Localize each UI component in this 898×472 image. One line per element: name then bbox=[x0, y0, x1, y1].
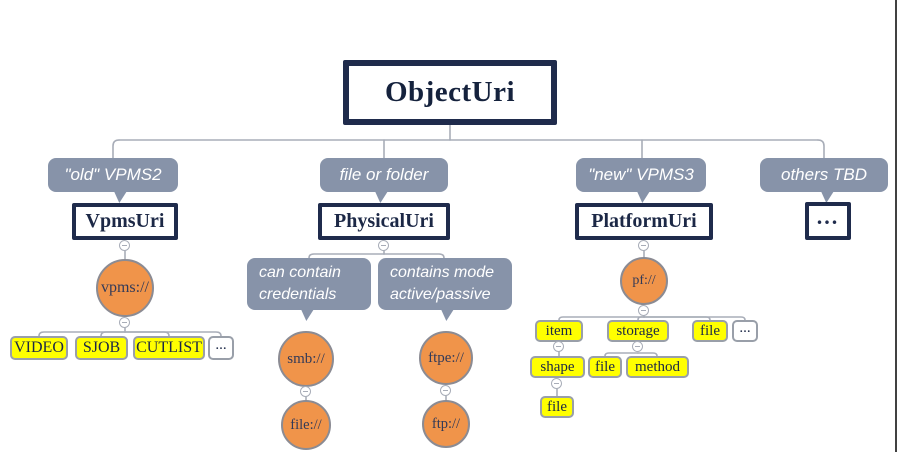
callout-can-contain-credentials[interactable]: can contain credentials bbox=[247, 258, 371, 310]
collapse-toggle-physicaluri[interactable] bbox=[378, 240, 389, 251]
node-others-ellipsis[interactable]: ... bbox=[805, 202, 851, 240]
node-platformuri-label: PlatformUri bbox=[591, 210, 697, 232]
slide-edge-line bbox=[895, 0, 897, 452]
node-platform-ellipsis-label: ... bbox=[739, 320, 751, 336]
collapse-toggle-pf[interactable] bbox=[638, 305, 649, 316]
callout-new-vpms3-label: "new" VPMS3 bbox=[588, 165, 694, 184]
node-video[interactable]: VIDEO bbox=[10, 336, 68, 360]
node-platform-file[interactable]: file bbox=[692, 320, 728, 342]
callout-others-tbd[interactable]: others TBD bbox=[760, 158, 888, 192]
collapse-toggle-vpmsuri[interactable] bbox=[119, 240, 130, 251]
node-shape-file-label: file bbox=[547, 398, 567, 415]
node-scheme-ftp-label: ftp:// bbox=[431, 415, 461, 432]
node-scheme-ftp[interactable]: ftp:// bbox=[422, 400, 470, 448]
node-vpms-ellipsis-label: ... bbox=[215, 337, 227, 353]
node-objecturi[interactable]: ObjectUri bbox=[343, 60, 557, 125]
node-item-label: item bbox=[545, 322, 573, 339]
callout-file-or-folder-label: file or folder bbox=[339, 165, 429, 184]
node-shape-file[interactable]: file bbox=[540, 396, 574, 418]
callout-contains-mode[interactable]: contains mode active/passive bbox=[378, 258, 512, 310]
node-scheme-pf[interactable]: pf:// bbox=[620, 257, 668, 305]
node-scheme-smb[interactable]: smb:// bbox=[278, 331, 334, 387]
node-scheme-ftpe[interactable]: ftpe:// bbox=[419, 331, 473, 385]
node-platform-ellipsis[interactable]: ... bbox=[732, 320, 758, 342]
node-cutlist-label: CUTLIST bbox=[136, 339, 202, 356]
node-storage-file-label: file bbox=[595, 358, 615, 375]
node-objecturi-label: ObjectUri bbox=[384, 76, 516, 108]
node-cutlist[interactable]: CUTLIST bbox=[133, 336, 205, 360]
node-others-ellipsis-label: ... bbox=[816, 204, 840, 229]
callout-contains-mode-label: contains mode active/passive bbox=[390, 263, 495, 303]
node-method-label: method bbox=[635, 358, 680, 375]
node-physicaluri[interactable]: PhysicalUri bbox=[318, 203, 450, 240]
node-scheme-smb-label: smb:// bbox=[287, 350, 325, 367]
collapse-toggle-ftpe[interactable] bbox=[440, 385, 451, 396]
callout-others-tbd-label: others TBD bbox=[781, 165, 867, 184]
node-scheme-file-smb[interactable]: file:// bbox=[281, 400, 331, 450]
node-storage-label: storage bbox=[616, 322, 660, 339]
node-storage[interactable]: storage bbox=[607, 320, 669, 342]
node-shape-label: shape bbox=[540, 358, 575, 375]
node-platformuri[interactable]: PlatformUri bbox=[575, 203, 713, 240]
callout-can-contain-credentials-label: can contain credentials bbox=[259, 263, 341, 303]
node-sjob[interactable]: SJOB bbox=[75, 336, 128, 360]
callout-file-or-folder[interactable]: file or folder bbox=[320, 158, 448, 192]
node-vpmsuri-label: VpmsUri bbox=[85, 210, 165, 232]
node-scheme-vpms-label: vpms:// bbox=[100, 279, 149, 296]
callout-old-vpms2[interactable]: "old" VPMS2 bbox=[48, 158, 178, 192]
node-sjob-label: SJOB bbox=[82, 339, 121, 356]
callout-old-vpms2-label: "old" VPMS2 bbox=[64, 165, 162, 184]
node-storage-file[interactable]: file bbox=[588, 356, 622, 378]
collapse-toggle-vpms-scheme[interactable] bbox=[119, 317, 130, 328]
collapse-toggle-storage[interactable] bbox=[632, 341, 643, 352]
node-video-label: VIDEO bbox=[14, 339, 64, 356]
collapse-toggle-shape[interactable] bbox=[551, 378, 562, 389]
collapse-toggle-smb[interactable] bbox=[300, 386, 311, 397]
node-vpms-ellipsis[interactable]: ... bbox=[208, 336, 234, 360]
node-shape[interactable]: shape bbox=[530, 356, 585, 378]
node-item[interactable]: item bbox=[535, 320, 583, 342]
collapse-toggle-item[interactable] bbox=[553, 341, 564, 352]
callout-new-vpms3[interactable]: "new" VPMS3 bbox=[576, 158, 706, 192]
node-scheme-ftpe-label: ftpe:// bbox=[428, 349, 464, 366]
node-scheme-pf-label: pf:// bbox=[632, 273, 656, 288]
node-scheme-file-smb-label: file:// bbox=[290, 416, 322, 433]
node-scheme-vpms[interactable]: vpms:// bbox=[96, 259, 154, 317]
node-method[interactable]: method bbox=[626, 356, 689, 378]
node-platform-file-label: file bbox=[700, 322, 720, 339]
node-physicaluri-label: PhysicalUri bbox=[334, 210, 434, 232]
node-vpmsuri[interactable]: VpmsUri bbox=[72, 203, 178, 240]
collapse-toggle-platformuri[interactable] bbox=[638, 240, 649, 251]
